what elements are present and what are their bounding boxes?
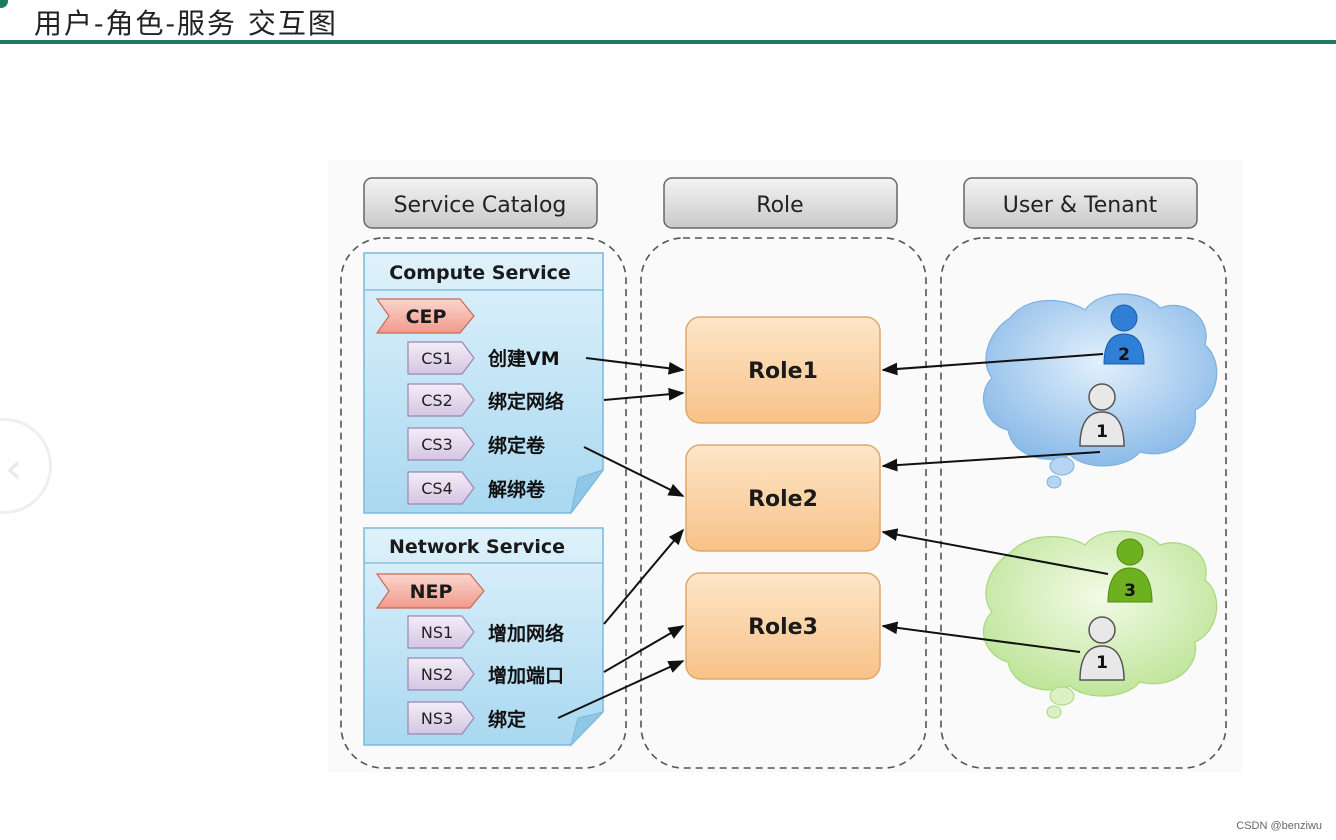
role-1-label: Role1 — [748, 359, 818, 384]
cs4-code: CS4 — [421, 479, 453, 498]
corner-marker — [0, 0, 8, 8]
cs1-code: CS1 — [421, 349, 453, 368]
cs3-code: CS3 — [421, 435, 453, 454]
column-header-user-tenant-label: User & Tenant — [1003, 193, 1158, 218]
cs2-code: CS2 — [421, 391, 453, 410]
service-role-arrows — [557, 357, 685, 719]
network-service-panel: Network Service NEP NS1 增加网络 NS2 增加端口 NS… — [363, 527, 605, 747]
endpoint-cep: CEP — [375, 298, 475, 334]
title-rule — [0, 40, 1336, 44]
network-service-title: Network Service — [389, 536, 565, 558]
arrow-user1-role2 — [881, 451, 1101, 472]
cs3-label: 绑定卷 — [488, 434, 546, 457]
endpoint-nep: NEP — [375, 573, 485, 609]
chevron-left-icon: ‹ — [5, 443, 23, 494]
cs1-label: 创建VM — [487, 347, 560, 370]
service-item-ns1: NS1 增加网络 — [407, 615, 564, 649]
service-item-ns3: NS3 绑定 — [407, 701, 526, 735]
role-box-2: Role2 — [685, 444, 881, 552]
service-item-ns2: NS2 增加端口 — [407, 657, 564, 691]
ns2-code: NS2 — [421, 665, 453, 684]
column-header-role-label: Role — [756, 193, 803, 218]
user-icon-green-1: 1 — [1079, 616, 1125, 681]
ns3-code: NS3 — [421, 709, 453, 728]
ns3-label: 绑定 — [488, 708, 526, 731]
user-icon-green-3: 3 — [1107, 538, 1153, 603]
service-item-cs3: CS3 绑定卷 — [407, 427, 546, 461]
arrow-cs2-role1 — [603, 387, 685, 401]
cs2-label: 绑定网络 — [488, 390, 564, 413]
user-icon-blue-2: 2 — [1103, 304, 1145, 365]
role-box-3: Role3 — [685, 572, 881, 680]
ns2-label: 增加端口 — [488, 664, 564, 687]
role-box-1: Role1 — [685, 316, 881, 424]
arrow-user1b-role3 — [881, 621, 1081, 653]
arrow-user2-role1 — [881, 353, 1104, 376]
arrow-user3-role2 — [881, 528, 1109, 575]
endpoint-nep-label: NEP — [410, 581, 453, 603]
service-item-cs4: CS4 解绑卷 — [407, 471, 546, 505]
column-header-service-catalog-label: Service Catalog — [394, 193, 567, 218]
arrow-ns1-role2 — [603, 528, 685, 625]
tenant-cloud-blue — [982, 293, 1218, 489]
tenant-cloud-green — [982, 530, 1218, 719]
role-2-label: Role2 — [748, 487, 818, 512]
role-container — [640, 237, 927, 769]
user-green-1-label: 1 — [1096, 653, 1108, 673]
compute-service-panel: Compute Service CEP CS1 创建VM CS2 绑定网络 CS… — [363, 252, 605, 514]
watermark: CSDN @benziwu — [1236, 820, 1322, 832]
page-title: 用户-角色-服务 交互图 — [34, 7, 338, 40]
arrow-ns2-role3 — [603, 625, 685, 673]
user-blue-1-label: 1 — [1096, 422, 1108, 442]
user-icon-blue-1: 1 — [1079, 383, 1125, 447]
column-header-user-tenant: User & Tenant — [963, 177, 1198, 229]
arrow-cs1-role1 — [585, 357, 685, 375]
service-catalog-container — [340, 237, 627, 769]
user-role-arrows — [881, 353, 1109, 653]
endpoint-cep-label: CEP — [406, 306, 447, 328]
role-3-label: Role3 — [748, 615, 818, 640]
service-item-cs1: CS1 创建VM — [407, 341, 560, 375]
ns1-code: NS1 — [421, 623, 453, 642]
ns1-label: 增加网络 — [488, 622, 564, 645]
column-header-role: Role — [663, 177, 898, 229]
arrow-cs3-role2 — [583, 446, 685, 497]
user-green-3-label: 3 — [1124, 581, 1136, 601]
cs4-label: 解绑卷 — [488, 478, 546, 501]
service-item-cs2: CS2 绑定网络 — [407, 383, 564, 417]
column-header-service-catalog: Service Catalog — [363, 177, 598, 229]
user-blue-2-label: 2 — [1118, 345, 1130, 365]
arrow-ns3-role3 — [557, 660, 685, 719]
user-tenant-container — [940, 237, 1227, 769]
compute-service-title: Compute Service — [389, 262, 571, 284]
